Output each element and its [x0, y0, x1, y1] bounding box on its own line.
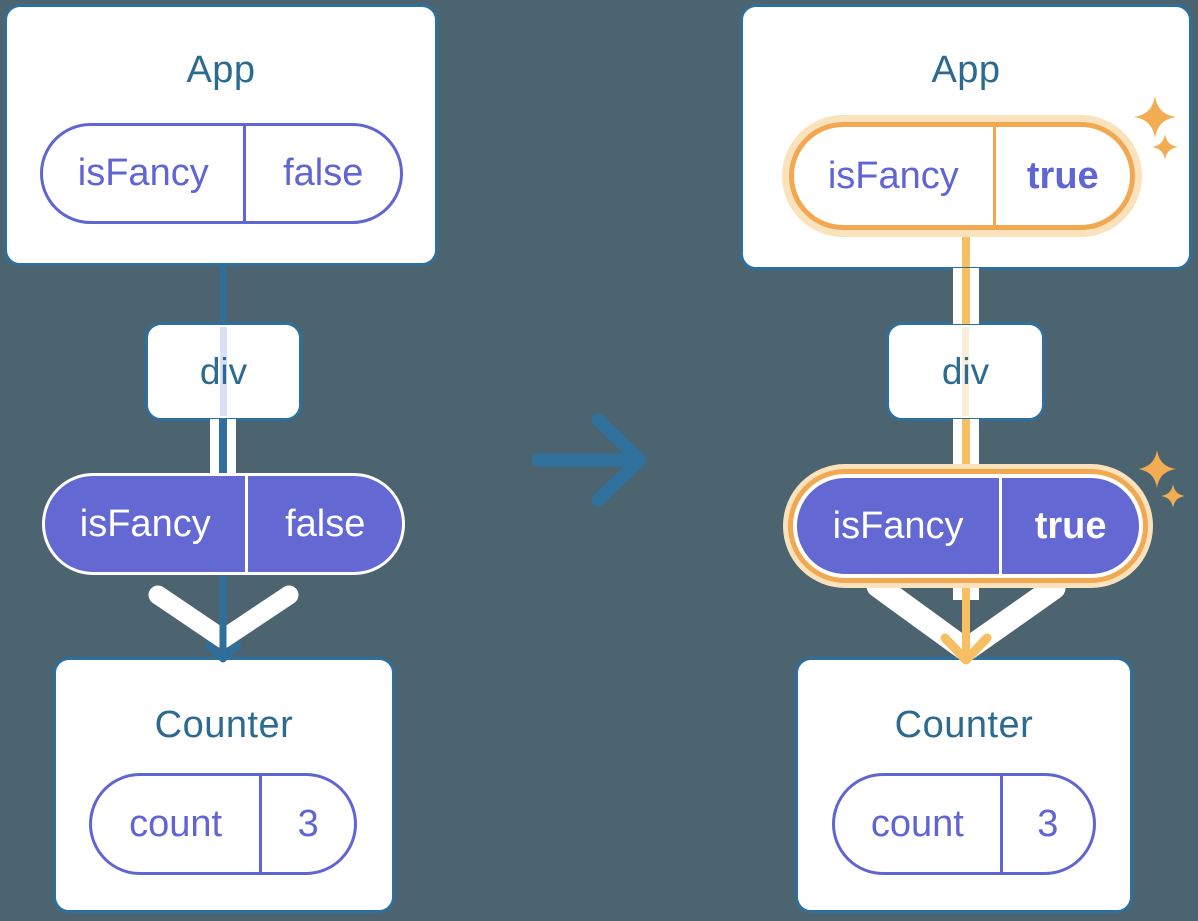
transition-arrow-icon	[531, 413, 647, 507]
pill-key: isFancy	[45, 476, 249, 572]
pill-value: true	[1026, 154, 1099, 197]
before-app-state-pill: isFancy false	[40, 123, 403, 224]
after-counter-title: Counter	[894, 704, 1034, 746]
sparkle-icon	[1161, 484, 1185, 508]
pill-key: count	[92, 776, 263, 872]
before-prop-thread-through-div	[220, 327, 227, 416]
after-counter-state-pill: count 3	[832, 773, 1096, 875]
after-app-state-pill: isFancy true	[789, 122, 1135, 230]
before-app-div-connector	[220, 264, 226, 324]
before-counter-card: Counter count 3	[53, 657, 395, 913]
before-div-label: div	[199, 350, 248, 392]
pill-key: count	[835, 776, 1003, 872]
after-pass-down-arrow	[866, 574, 1066, 665]
pill-key: isFancy	[797, 478, 1003, 574]
after-connector-flank	[953, 419, 962, 477]
after-connector-flank	[970, 268, 979, 324]
before-app-title: App	[186, 49, 256, 91]
pill-value: false	[283, 152, 364, 194]
after-app-div-connector	[962, 268, 970, 324]
pill-value: 3	[1037, 802, 1059, 845]
before-connector-flank	[210, 419, 219, 476]
before-div-node: div	[145, 322, 302, 421]
after-div-label: div	[941, 350, 990, 392]
after-passed-prop-pill: isFancy true	[793, 474, 1143, 578]
arrowhead-icon	[940, 633, 992, 665]
connector-flank	[953, 574, 962, 600]
sparkle-icon	[1134, 96, 1176, 138]
pill-value: false	[285, 502, 366, 545]
after-prop-thread-through-div	[962, 327, 969, 416]
after-app-title: App	[931, 49, 1001, 91]
before-app-card: App isFancy false	[4, 4, 438, 266]
before-passed-prop-pill: isFancy false	[42, 473, 405, 575]
before-pass-down-arrow	[148, 575, 299, 663]
pill-key: isFancy	[794, 127, 996, 225]
pill-value: true	[1034, 504, 1107, 547]
sparkle-icon	[1138, 450, 1176, 488]
before-counter-title: Counter	[154, 704, 294, 746]
after-connector-flank	[953, 268, 962, 324]
sparkle-icon	[1152, 134, 1178, 160]
after-counter-card: Counter count 3	[795, 657, 1133, 913]
arrowhead-icon	[204, 641, 242, 663]
before-connector-flank	[227, 419, 236, 476]
pill-key: isFancy	[43, 126, 247, 221]
after-app-card: App isFancy true	[740, 4, 1192, 270]
after-connector-flank	[970, 419, 979, 477]
after-app-internal-connector	[962, 219, 970, 267]
after-div-pill-connector	[962, 419, 970, 477]
after-div-node: div	[886, 322, 1045, 421]
before-counter-state-pill: count 3	[89, 773, 357, 875]
connector-flank	[970, 574, 979, 600]
before-div-pill-connector	[219, 419, 227, 476]
pill-value: 3	[297, 802, 319, 845]
